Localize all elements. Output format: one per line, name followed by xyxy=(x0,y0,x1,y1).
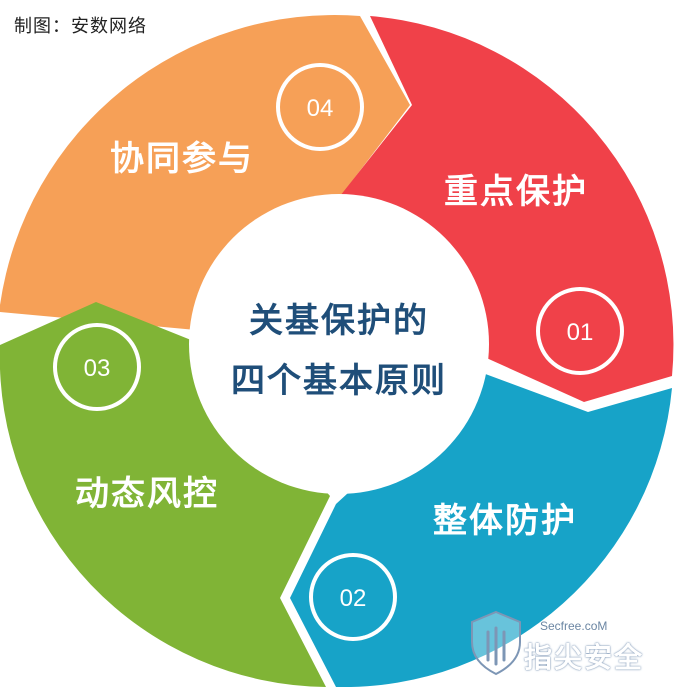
segment-04-number: 04 xyxy=(307,95,334,122)
watermark-site: Secfree.coM xyxy=(540,619,608,633)
center-title-line1: 关基保护的 xyxy=(249,301,429,341)
segment-02-number-ring xyxy=(309,553,397,641)
center-title-line2: 四个基本原则 xyxy=(231,361,447,401)
center-circle xyxy=(189,194,489,494)
credit-text: 制图：安数网络 xyxy=(14,16,147,37)
segment-04-label: 协同参与 xyxy=(110,139,254,179)
segment-02-label: 整体防护 xyxy=(433,501,577,541)
segment-03-number: 03 xyxy=(84,355,111,382)
segment-01-label: 重点保护 xyxy=(444,172,588,212)
segment-04-number-ring xyxy=(276,63,364,151)
segment-03-shape xyxy=(0,302,330,687)
segment-02-shape xyxy=(290,372,672,687)
segment-01-shape xyxy=(340,16,674,402)
shield-icon xyxy=(471,610,521,676)
segment-01-number-ring xyxy=(536,287,624,375)
segment-01-number: 01 xyxy=(567,319,594,346)
watermark-brand: 指尖安全 xyxy=(524,641,645,674)
segment-02-number: 02 xyxy=(340,585,367,612)
segment-03-label: 动态风控 xyxy=(75,474,219,514)
segment-04-shape xyxy=(0,15,410,331)
segment-03-number-ring xyxy=(53,323,141,411)
